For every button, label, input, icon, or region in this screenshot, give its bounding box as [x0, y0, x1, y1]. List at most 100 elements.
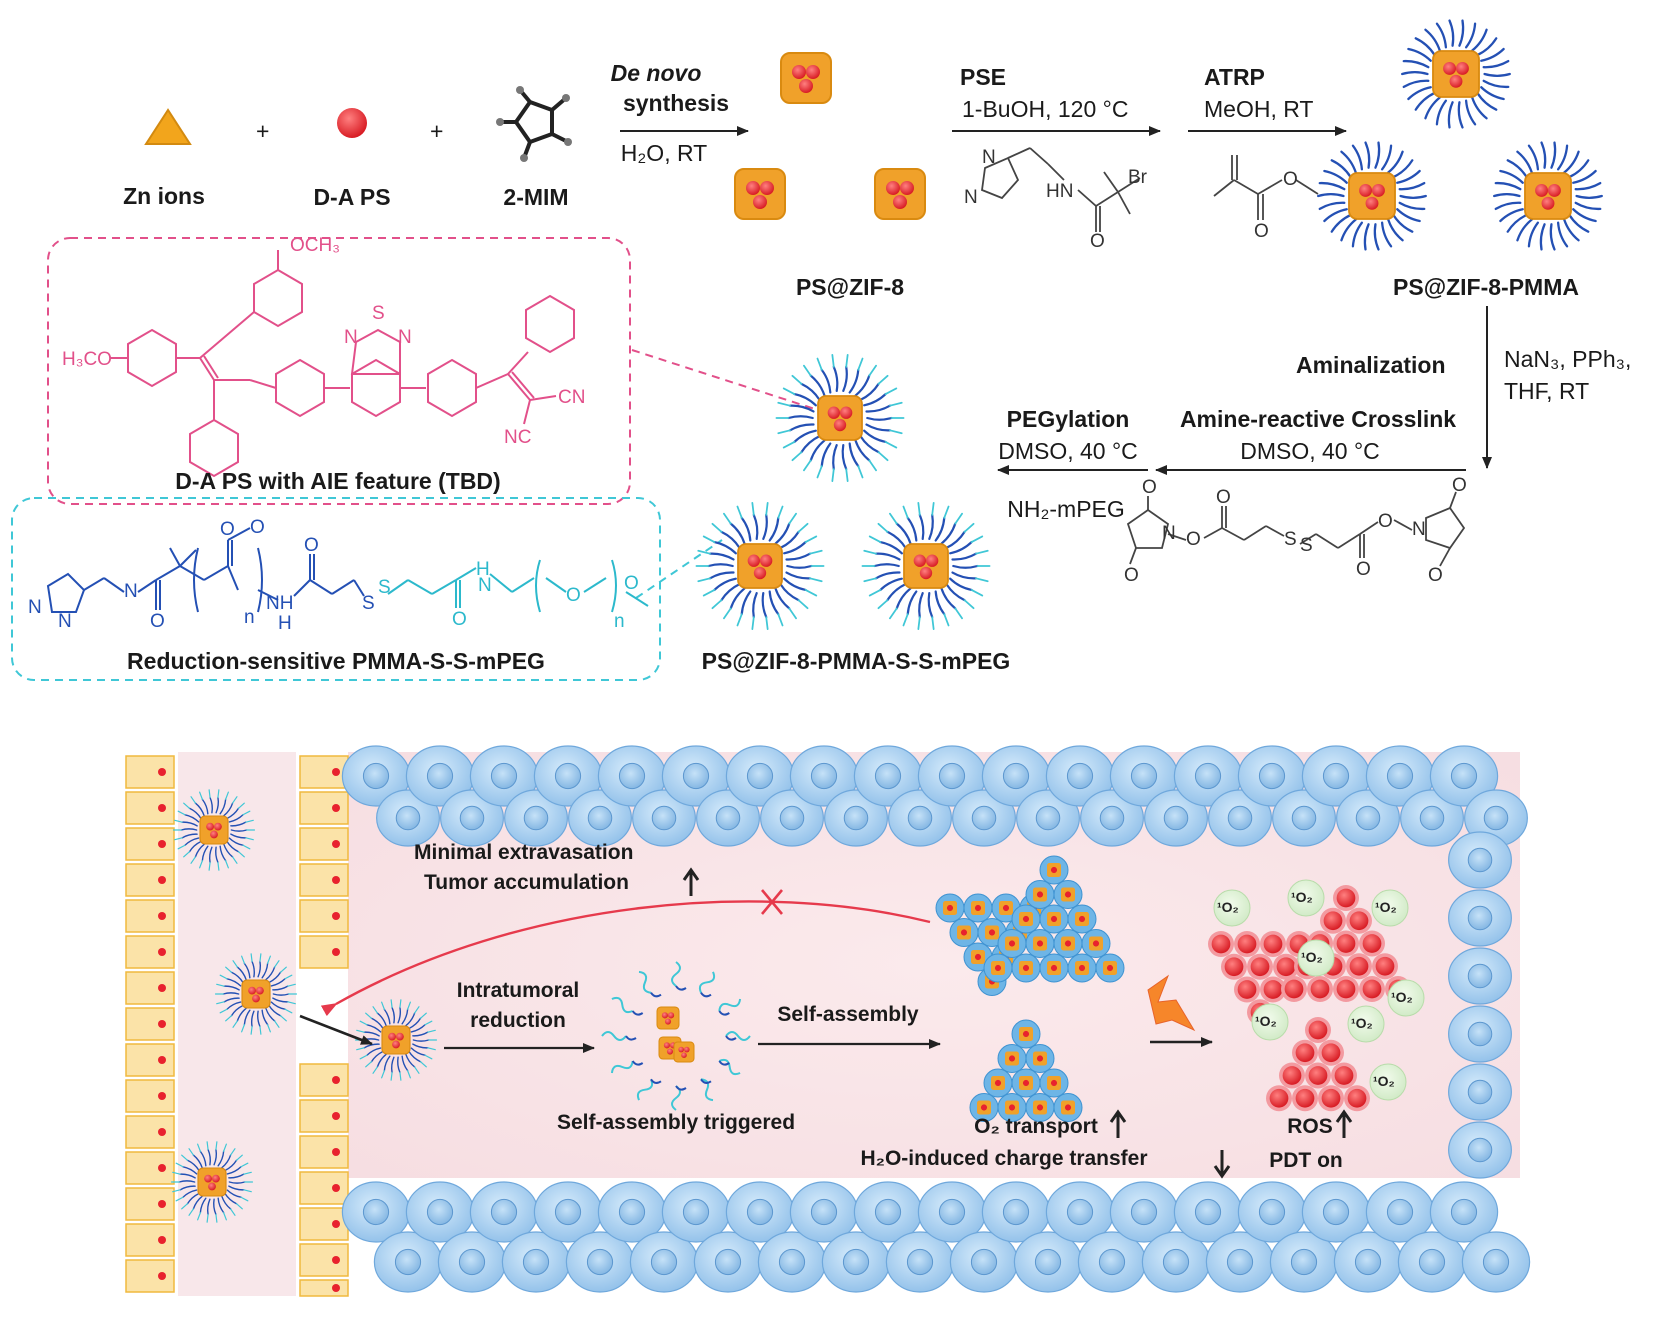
tissue-cell [1077, 1231, 1147, 1293]
zn-ion-triangle [144, 108, 192, 145]
nanoparticle [1317, 141, 1427, 251]
tissue-cell [725, 745, 795, 807]
singlet-oxygen-label: ¹O₂ [1291, 889, 1313, 905]
tissue-cell [888, 789, 952, 847]
label-o2-transport: O₂ transport [974, 1115, 1098, 1138]
tumor-cells [341, 745, 1531, 1293]
label-pdt-on: PDT on [1269, 1149, 1343, 1172]
mim-molecule [500, 88, 569, 159]
tissue-cell [1237, 745, 1307, 807]
label-aminalization: Aminalization [1296, 352, 1446, 378]
plus-2: + [430, 118, 444, 144]
arrow-vessel-to-tumor [299, 1014, 373, 1046]
tissue-cell [632, 789, 696, 847]
assembled-cluster [983, 855, 1125, 983]
tissue-cell [1448, 889, 1512, 947]
atom-tbd-och3: OCH₃ [290, 235, 340, 256]
atom-tbd-n2: N [398, 327, 412, 348]
tissue-cell [629, 1231, 699, 1293]
label-ps-zif8-pmma-ss-mpeg: PS@ZIF-8-PMMA-S-S-mPEG [701, 648, 1011, 674]
tissue-cell [952, 789, 1016, 847]
label-pegylation-condition: DMSO, 40 °C [998, 438, 1138, 464]
vessel-walls [125, 755, 349, 1297]
tissue-cell [341, 745, 411, 807]
tissue-cell [1080, 789, 1144, 847]
charge-down-arrow-icon [1213, 1150, 1231, 1179]
light-bolt-icon [1147, 974, 1196, 1032]
mma-monomer-structure [1213, 155, 1319, 220]
atom-pse-n2: N [964, 187, 978, 208]
atom-cl-n2: N [1412, 519, 1426, 540]
singlet-oxygen-label: ¹O₂ [1375, 899, 1397, 915]
disassembled-particle [601, 961, 751, 1111]
nanoparticle [695, 502, 825, 630]
pse-reagent-structure [981, 147, 1141, 232]
atom-cl-s2: S [1300, 535, 1313, 556]
atom-pmma-s1: S [362, 593, 375, 614]
nanoparticle [775, 354, 905, 482]
atom-cl-o5: O [1356, 559, 1371, 580]
label-atrp-condition: MeOH, RT [1204, 96, 1314, 122]
tissue-cell [661, 1181, 731, 1243]
tissue-cell [1141, 1231, 1211, 1293]
label-atrp: ATRP [1204, 64, 1265, 90]
label-pse: PSE [960, 64, 1007, 90]
atom-pmma-n3: N [124, 581, 138, 602]
nanoparticle [214, 953, 298, 1035]
red-cross-mark [761, 889, 783, 915]
tissue-cell [405, 745, 475, 807]
nanoparticles [170, 789, 1425, 1223]
tissue-cell [440, 789, 504, 847]
ros-up-arrow-icon [1335, 1109, 1353, 1138]
label-de-novo: De novo [610, 60, 702, 86]
tissue-cell [1400, 789, 1464, 847]
tissue-cell [1365, 745, 1435, 807]
label-ps-zif8: PS@ZIF-8 [795, 274, 905, 300]
atom-tbd-cn: CN [558, 387, 586, 408]
label-amination-cond1: NaN₃, PPh₃, [1504, 346, 1632, 372]
tissue-cell [1173, 1181, 1243, 1243]
tbd-leader [631, 349, 819, 411]
tissue-cell [949, 1231, 1019, 1293]
nanoparticle [780, 52, 832, 104]
tissue-cell [1109, 1181, 1179, 1243]
tissue-cell [1448, 1063, 1512, 1121]
pmma-structure [46, 527, 649, 613]
tissue-cell [1016, 789, 1080, 847]
tissue-cell [341, 1181, 411, 1243]
tissue-cell [696, 789, 760, 847]
atom-pmma-o1: O [150, 611, 165, 632]
tissue-cell [376, 789, 440, 847]
tissue-cell [1429, 1181, 1499, 1243]
caption-pmma: Reduction-sensitive PMMA-S-S-mPEG [127, 648, 545, 674]
tissue-cell [1269, 1231, 1339, 1293]
atom-pmma-n-sub: n [244, 607, 255, 628]
nanoparticle [1493, 141, 1603, 251]
atom-pmma-o5: O [452, 609, 467, 630]
atom-pse-hn: HN [1046, 181, 1074, 202]
tissue-cell [1301, 1181, 1371, 1243]
tissue-cell [760, 789, 824, 847]
tissue-cell [1448, 1005, 1512, 1063]
caption-tbd: D-A PS with AIE feature (TBD) [175, 468, 501, 494]
tissue-cell [1448, 1121, 1512, 1179]
singlet-oxygen-label: ¹O₂ [1351, 1015, 1373, 1031]
label-da-ps: D-A PS [313, 184, 391, 210]
tissue-cell [725, 1181, 795, 1243]
singlet-oxygen-bubbles [1213, 879, 1425, 1101]
tissue-cell [917, 745, 987, 807]
label-ps-zif8-pmma: PS@ZIF-8-PMMA [1393, 274, 1579, 300]
atom-pmma-n-sub2: n [614, 611, 625, 632]
singlet-oxygen-label: ¹O₂ [1301, 949, 1323, 965]
nanoparticle [734, 168, 786, 220]
atom-pmma-o2: O [220, 519, 235, 540]
tissue-cell [1448, 947, 1512, 1005]
label-nh2-mpeg: NH₂-mPEG [1007, 496, 1125, 522]
pmma-box [11, 497, 661, 681]
tissue-cell [501, 1231, 571, 1293]
atom-cl-o8: O [1428, 565, 1443, 586]
label-pse-condition: 1-BuOH, 120 °C [962, 96, 1129, 122]
tissue-cell [821, 1231, 891, 1293]
label-ros: ROS [1287, 1115, 1333, 1138]
